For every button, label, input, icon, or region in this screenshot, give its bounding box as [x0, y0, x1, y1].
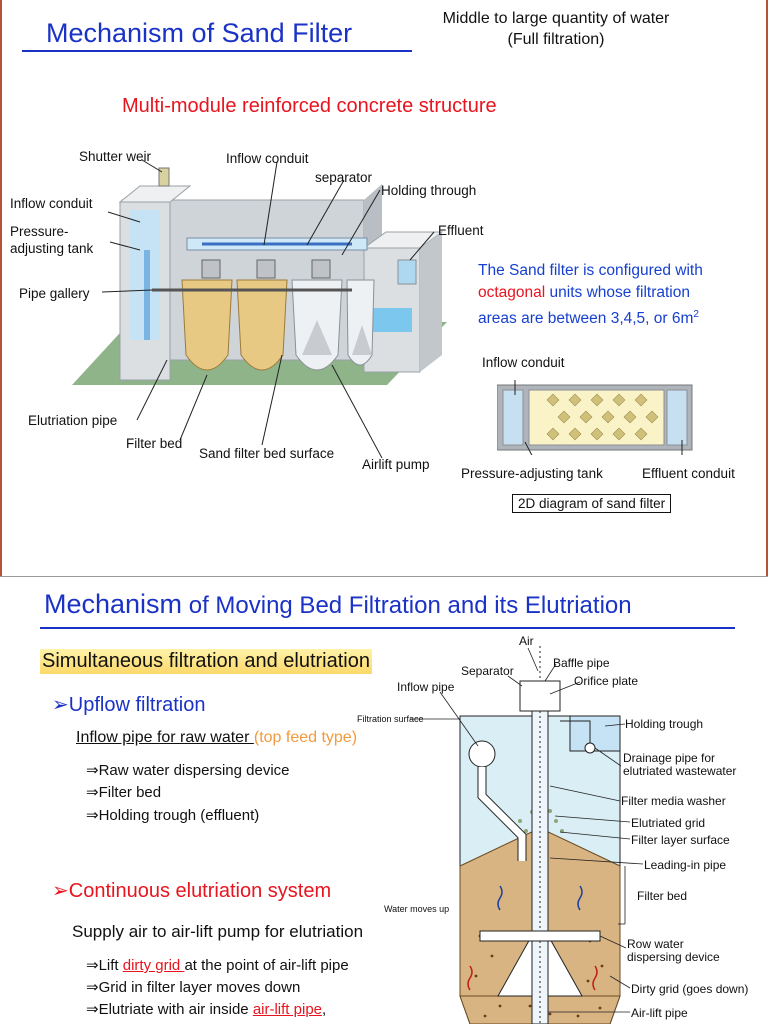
lift-dirty-grid-line: ⇒Lift dirty grid at the point of air-lif…	[86, 956, 349, 974]
label-inflow-pipe: Inflow pipe	[397, 680, 455, 694]
lift-dirty-grid: dirty grid	[122, 957, 185, 974]
shutter-weir-shape	[158, 167, 170, 187]
slide2-title-underline	[40, 627, 735, 629]
label-leading-in-pipe: Leading-in pipe	[644, 858, 727, 872]
label-baffle-pipe: Baffle pipe	[553, 656, 610, 670]
slide2-title: Mechanism of Moving Bed Filtration and i…	[44, 589, 632, 620]
slide2-title-part2: of Moving Bed Filtration and its Elutria…	[182, 592, 632, 619]
note-octagonal: octagonal	[478, 284, 546, 301]
label-effluent: Effluent	[438, 223, 484, 238]
effluent-water	[372, 308, 412, 332]
elutriate-line: ⇒Elutriate with air inside air-lift pipe…	[86, 1000, 326, 1018]
sand-filter-3d-diagram	[72, 159, 447, 459]
label-filter-layer-surface: Filter layer surface	[631, 833, 730, 847]
filter-cells	[181, 259, 375, 371]
label-shutter-weir: Shutter weir	[79, 149, 152, 164]
label-separator: separator	[315, 170, 373, 185]
note-line1: The Sand filter is configured with	[478, 262, 703, 279]
label-row-water-line2: dispersing device	[627, 950, 720, 964]
continuous-heading: ➢Continuous elutriation system	[52, 880, 332, 902]
elut-air-lift-pipe: air-lift pipe	[252, 1001, 323, 1018]
label-drainage-line2: elutriated wastewater	[623, 764, 737, 778]
slide1-title: Mechanism of Sand Filter	[46, 18, 353, 48]
label-inflow-conduit-left: Inflow conduit	[10, 196, 93, 211]
inflow-underlined: Inflow pipe for raw water	[76, 729, 254, 746]
highlight-heading: Simultaneous filtration and elutriation	[40, 649, 372, 674]
elut-post: ,	[322, 1001, 327, 1018]
supply-air-line: Supply air to air-lift pump for elutriat…	[72, 922, 364, 941]
label-inflow-conduit-top: Inflow conduit	[226, 151, 309, 166]
label-drainage-line1: Drainage pipe for	[623, 751, 716, 765]
label-air-lift-pipe: Air-lift pipe	[631, 1006, 688, 1020]
slide2-leader-lines	[410, 647, 644, 1013]
label-plan-pressure-tank: Pressure-adjusting tank	[461, 466, 603, 481]
slide-sand-filter: Mechanism of Sand Filter Middle to large…	[0, 0, 768, 576]
label-holding-through: Holding through	[381, 183, 477, 198]
note-line2-rest: units whose filtration	[545, 284, 690, 301]
lift-pre: ⇒Lift	[86, 957, 123, 974]
plan-caption: 2D diagram of sand filter	[512, 494, 672, 513]
moving-bed-diagram	[459, 646, 621, 1024]
subtitle-line1: Middle to large quantity of water	[442, 10, 670, 27]
sand-filter-2d-diagram	[497, 380, 693, 455]
note-line2: octagonal units whose filtration	[478, 282, 703, 304]
grid-moves-down-line: ⇒Grid in filter layer moves down	[86, 979, 301, 996]
label-elutriated-grid: Elutriated grid	[631, 816, 706, 830]
label-filter-bed2: Filter bed	[637, 889, 688, 903]
label-water-moves-up: Water moves up	[384, 904, 450, 914]
label-holding-trough: Holding trough	[625, 717, 704, 731]
subtitle-line2: (Full filtration)	[507, 31, 605, 48]
label-pipe-gallery: Pipe gallery	[19, 286, 90, 301]
title-underline	[22, 50, 412, 52]
slide2-title-part1: Mechanism	[44, 589, 183, 619]
upflow-heading: ➢Upflow filtration	[52, 694, 206, 716]
label-dirty-grid: Dirty grid (goes down)	[631, 982, 749, 996]
note-line3: areas are between 3,4,5, or 6m2	[478, 304, 703, 330]
label-pressure-line2: adjusting tank	[10, 241, 94, 256]
label-sand-filter-bed-surface: Sand filter bed surface	[199, 446, 335, 461]
label-row-water: Row water dispersing device	[627, 938, 720, 964]
label-pressure-adjusting-tank: Pressure- adjusting tank	[10, 223, 93, 257]
label-airlift-pump: Airlift pump	[362, 457, 430, 472]
label-elutriation-pipe: Elutriation pipe	[28, 413, 118, 428]
label-plan-inflow-conduit: Inflow conduit	[482, 355, 565, 370]
upflow-item-2: ⇒Holding trough (effluent)	[86, 807, 260, 824]
label-orifice-plate: Orifice plate	[574, 674, 639, 688]
note-line3-text: areas are between 3,4,5, or 6m	[478, 310, 694, 328]
elut-pre: ⇒Elutriate with air inside	[86, 1001, 253, 1018]
label-air: Air	[519, 634, 534, 648]
label-plan-effluent-conduit: Effluent conduit	[642, 466, 735, 481]
label-pressure-line1: Pressure-	[10, 224, 69, 239]
slide1-subtitle: Middle to large quantity of water (Full …	[402, 8, 710, 50]
label-separator2: Separator	[461, 664, 514, 678]
inflow-line: Inflow pipe for raw water (top feed type…	[76, 729, 357, 747]
slide1-heading: Multi-module reinforced concrete structu…	[122, 95, 497, 117]
slide-moving-bed-filtration: Mechanism of Moving Bed Filtration and i…	[0, 576, 768, 1024]
upflow-item-0: ⇒Raw water dispersing device	[86, 762, 290, 779]
label-drainage-pipe: Drainage pipe for elutriated wastewater	[623, 752, 736, 778]
label-row-water-line1: Row water	[627, 937, 684, 951]
label-filter-bed: Filter bed	[126, 436, 183, 451]
lift-post: at the point of air-lift pipe	[184, 957, 349, 974]
label-filtration-surface: Filtration surface	[357, 714, 424, 724]
label-filter-media-washer: Filter media washer	[621, 794, 726, 808]
configuration-note: The Sand filter is configured with octag…	[478, 260, 703, 330]
upflow-item-1: ⇒Filter bed	[86, 784, 162, 801]
slide-separator	[0, 576, 768, 577]
note-superscript: 2	[693, 309, 699, 320]
inflow-top-feed: (top feed type)	[253, 729, 358, 746]
